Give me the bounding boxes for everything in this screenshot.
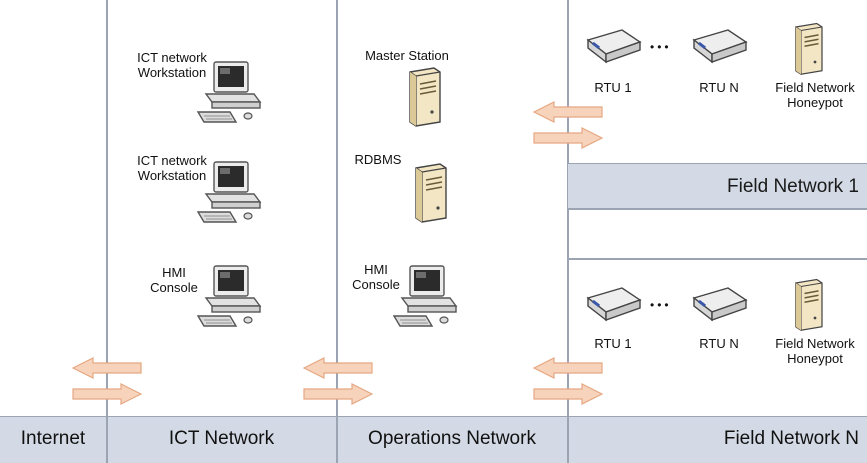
ict-workstation-1-label: ICT network Workstation <box>126 50 218 80</box>
ops-hmi-label-line2: Console <box>352 277 400 292</box>
rdbms-label: RDBMS <box>354 152 402 167</box>
field1-zone-label: Field Network 1 <box>727 175 859 197</box>
server-icon <box>410 160 450 224</box>
ict-zone-label: ICT Network <box>168 428 275 449</box>
ict-workstation-1-label-line2: Workstation <box>137 65 207 80</box>
field1-ellipsis: ••• <box>650 40 672 54</box>
divider-internet-ict <box>106 0 108 463</box>
field1-rtu1-label: RTU 1 <box>594 80 632 95</box>
workstation-icon <box>392 262 462 332</box>
ict-workstation-2-label: ICT network Workstation <box>126 153 218 183</box>
divider-ict-ops <box>336 0 338 463</box>
workstation-icon <box>196 158 266 228</box>
workstation-icon <box>196 262 266 332</box>
fieldN-honeypot-label-line1: Field Network <box>775 336 855 351</box>
rtu-icon <box>584 284 644 324</box>
field1-honeypot-label-line2: Honeypot <box>787 95 843 110</box>
fieldN-rtuN-label: RTU N <box>699 336 739 351</box>
field1-band: Field Network 1 <box>568 163 867 209</box>
bidirectional-arrow-icon <box>532 356 604 406</box>
master-station-label: Master Station <box>365 48 449 63</box>
ict-hmi-label: HMI Console <box>146 265 202 295</box>
ict-hmi-label-line2: Console <box>150 280 198 295</box>
fieldN-top-line <box>568 258 867 260</box>
bidirectional-arrow-icon <box>71 356 143 406</box>
ict-hmi-label-line1: HMI <box>162 265 186 280</box>
ict-workstation-2-label-line1: ICT network <box>137 153 207 168</box>
rtu-icon <box>690 26 750 66</box>
workstation-icon <box>196 58 266 128</box>
server-icon <box>788 276 828 332</box>
fieldN-honeypot-label: Field Network Honeypot <box>766 336 864 366</box>
fieldN-honeypot-label-line2: Honeypot <box>787 351 843 366</box>
ict-workstation-2-label-line2: Workstation <box>137 168 207 183</box>
bidirectional-arrow-icon <box>302 356 374 406</box>
rtu-icon <box>690 284 750 324</box>
rtu-icon <box>584 26 644 66</box>
ops-hmi-label: HMI Console <box>348 262 404 292</box>
field1-bottom-line <box>568 208 867 210</box>
server-icon <box>404 64 444 128</box>
field1-honeypot-label: Field Network Honeypot <box>766 80 864 110</box>
server-icon <box>788 20 828 76</box>
operations-zone-label: Operations Network <box>368 428 536 449</box>
bottom-band <box>0 416 867 463</box>
fieldN-zone-label: Field Network N <box>723 428 859 449</box>
ops-hmi-label-line1: HMI <box>364 262 388 277</box>
internet-zone-label: Internet <box>20 428 86 449</box>
bidirectional-arrow-icon <box>532 100 604 150</box>
fieldN-rtu1-label: RTU 1 <box>594 336 632 351</box>
field1-rtuN-label: RTU N <box>699 80 739 95</box>
divider-ops-field <box>567 0 569 463</box>
fieldN-ellipsis: ••• <box>650 298 672 312</box>
ict-workstation-1-label-line1: ICT network <box>137 50 207 65</box>
field1-honeypot-label-line1: Field Network <box>775 80 855 95</box>
